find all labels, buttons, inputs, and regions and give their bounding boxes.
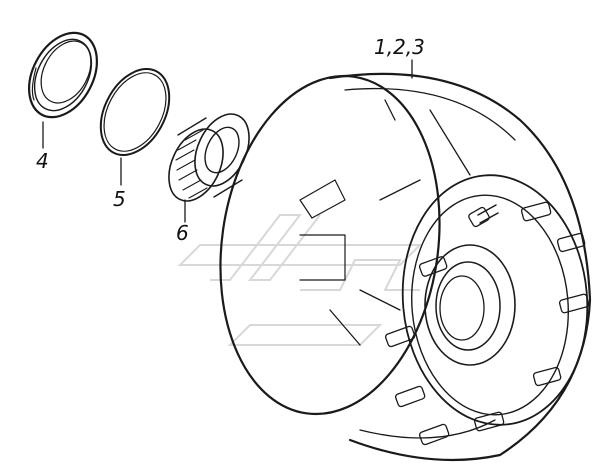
wheel-studs [384, 201, 590, 446]
bearing-part [168, 113, 250, 202]
callout-hub-assembly: 1,2,3 [374, 35, 425, 59]
watermark-logo [177, 214, 423, 346]
seal-part [28, 31, 98, 119]
hub-drum-assembly [219, 72, 592, 462]
callout-retaining-ring: 5 [113, 187, 126, 211]
retaining-ring-part [99, 68, 171, 156]
leader-lines [42, 59, 413, 223]
callout-seal: 4 [36, 149, 49, 173]
callout-bearing: 6 [176, 221, 189, 245]
